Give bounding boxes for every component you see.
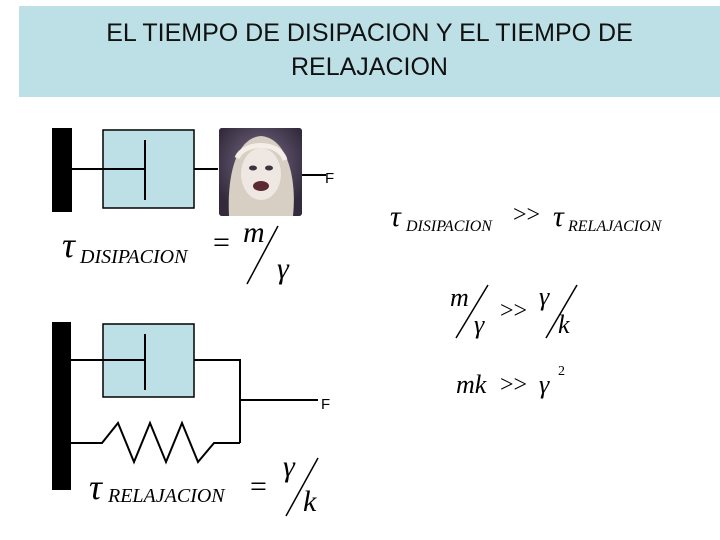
title-line-1: EL TIEMPO DE DISIPACION Y EL TIEMPO DE — [106, 19, 633, 47]
tau-symbol: τ — [390, 200, 401, 233]
sub-relaxation: RELAJACION — [568, 218, 662, 235]
woman-face-icon — [219, 128, 302, 216]
denominator-gamma: γ — [277, 252, 289, 285]
exponent-2: 2 — [558, 364, 565, 379]
woman-face-photo — [219, 128, 302, 216]
slash-relax — [285, 457, 319, 517]
title-bar — [19, 6, 720, 97]
tau-symbol: τ — [89, 467, 102, 507]
title-line-2: RELAJACION — [291, 53, 448, 81]
tau-symbol: τ — [553, 200, 564, 233]
slide-title: EL TIEMPO DE DISIPACION Y EL TIEMPO DE R… — [19, 16, 720, 84]
force-label-top: F — [325, 170, 335, 187]
denominator-k: k — [303, 485, 317, 518]
slash-ineq-right — [545, 284, 578, 339]
much-greater: >> — [513, 202, 541, 228]
much-greater: >> — [500, 298, 528, 324]
tau-symbol: τ — [62, 225, 75, 265]
equals-sign: = — [250, 470, 267, 503]
dashpot-connector-bottom — [194, 359, 241, 443]
numerator-gamma: γ — [539, 282, 550, 311]
sub-relaxation: RELAJACION — [108, 485, 225, 507]
denominator-k: k — [558, 310, 570, 339]
numerator-gamma: γ — [283, 450, 295, 483]
much-greater: >> — [500, 372, 528, 398]
numerator-m: m — [450, 283, 469, 312]
wall-bottom — [52, 322, 71, 490]
equals-sign: = — [213, 226, 230, 259]
sub-dissipation: DISIPACION — [406, 218, 492, 235]
product-mk: mk — [456, 370, 487, 399]
numerator-m: m — [243, 216, 265, 249]
spring — [71, 420, 240, 465]
gamma-base: γ — [539, 370, 550, 399]
sub-dissipation: DISIPACION — [80, 246, 188, 268]
slash-ineq-left — [455, 284, 489, 339]
slash-diss — [246, 225, 279, 285]
denominator-gamma: γ — [474, 310, 485, 339]
force-label-bottom: F — [321, 396, 331, 413]
wall-top — [52, 128, 72, 212]
